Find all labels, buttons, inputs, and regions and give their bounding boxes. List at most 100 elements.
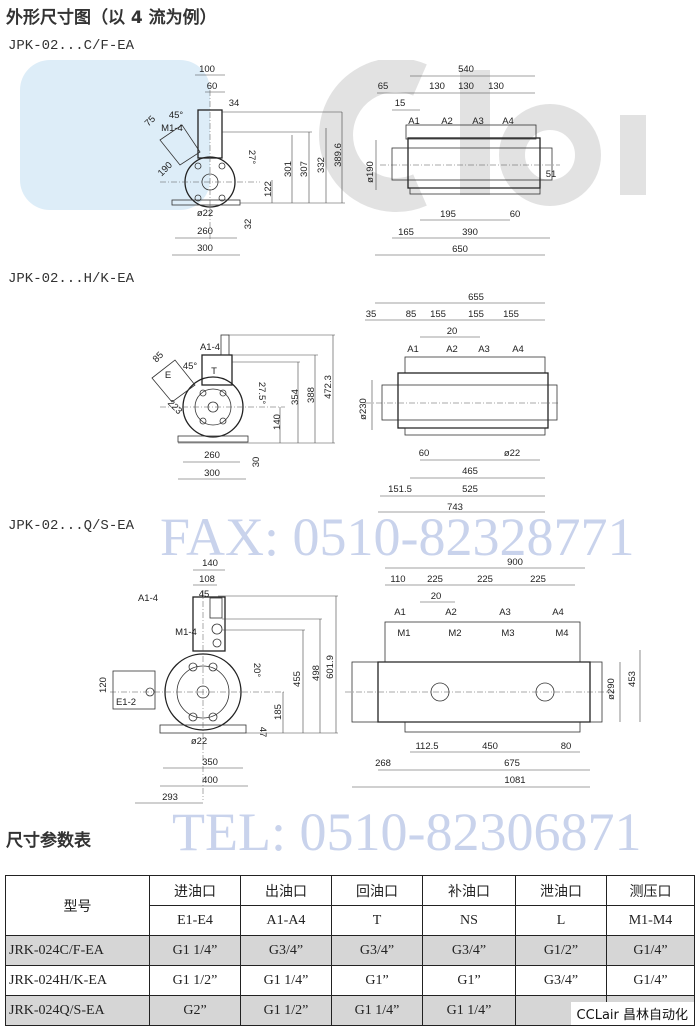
cf-dimension-label: 27°	[246, 150, 257, 165]
hk-dimension-label: 388	[306, 387, 317, 403]
cf-side-view	[159, 74, 345, 256]
hk-dimension-label: A2	[446, 344, 458, 355]
cf-dimension-label: 130	[488, 81, 504, 92]
watermark-fax: FAX: 0510-82328771	[160, 507, 635, 567]
hk-dimension-label: 155	[468, 309, 484, 320]
cell: G1”	[422, 965, 516, 996]
cf-dimension-label: 540	[458, 64, 474, 75]
cell: G2”	[149, 995, 241, 1026]
qs-dimension-label: A4	[552, 607, 564, 618]
hk-dimension-label: 35	[366, 309, 377, 320]
cf-dimension-label: A2	[441, 116, 453, 127]
page-title: 外形尺寸图（以 4 流为例）	[6, 8, 217, 28]
header-code: A1-A4	[240, 905, 332, 936]
qs-dimension-label: 45	[199, 589, 210, 600]
cell: G1/2”	[515, 935, 607, 966]
header-gauge: 测压口	[606, 875, 695, 906]
hk-dimension-label: 260	[204, 450, 220, 461]
qs-dimension-label: 350	[202, 757, 218, 768]
cf-dimension-label: 75	[143, 114, 158, 129]
qs-dimension-label: ø290	[606, 678, 617, 700]
hk-dimension-label: 155	[503, 309, 519, 320]
cell: G1 1/4”	[149, 935, 241, 966]
hk-dimension-label: 151.5	[388, 484, 412, 495]
qs-dimension-label: 453	[627, 671, 638, 687]
qs-dimension-label: M1	[397, 628, 410, 639]
hk-dimension-label: ø22	[504, 448, 520, 459]
watermark-logo	[20, 60, 646, 212]
hk-dimension-label: A1	[407, 344, 419, 355]
hk-dimension-label: A3	[478, 344, 490, 355]
cf-dimension-label: 51	[546, 169, 557, 180]
cell: G1 1/2”	[240, 995, 332, 1026]
cf-dimension-label: 650	[452, 244, 468, 255]
cf-dimension-label: ø190	[365, 161, 376, 183]
hk-dimension-label: 85	[151, 350, 166, 365]
qs-dimension-label: 601.9	[325, 655, 336, 679]
hk-dimension-label: 20	[447, 326, 458, 337]
hk-dimension-label: 472.3	[323, 375, 334, 399]
qs-dimension-label: 108	[199, 574, 215, 585]
hk-dimension-label: 27.5°	[256, 382, 267, 404]
qs-dimension-label: A1-4	[138, 593, 158, 604]
cf-dimension-label: 15	[395, 98, 406, 109]
qs-dimension-label: 110	[390, 574, 405, 585]
hk-dimension-label: 60	[419, 448, 430, 459]
qs-dimension-label: 112.5	[415, 741, 438, 752]
dimension-parameter-table: 型号 进油口 出油口 回油口 补油口 泄油口 测压口 E1-E4 A1-A4 T…	[5, 875, 695, 1026]
brand-badge: CCLair 昌林自动化	[570, 1002, 694, 1025]
cf-dimension-label: 65	[378, 81, 389, 92]
qs-dimension-label: M4	[555, 628, 568, 639]
hk-dimension-label: 655	[468, 292, 484, 303]
cell: G1 1/2”	[149, 965, 241, 996]
hk-dimension-label: T	[211, 366, 217, 377]
header-makeup: 补油口	[422, 875, 516, 906]
hk-dimension-label: 155	[430, 309, 446, 320]
table-row: JRK-024C/F-EA G1 1/4” G3/4” G3/4” G3/4” …	[5, 935, 695, 966]
cf-dimension-label: M1-4	[161, 123, 183, 134]
watermark-tel: TEL: 0510-82306871	[172, 802, 642, 862]
drawing-title-hk: JPK-02...H/K-EA	[8, 271, 135, 287]
cf-dimension-label: 34	[229, 98, 240, 109]
cf-dimension-label: A3	[472, 116, 484, 127]
qs-dimension-label: 120	[98, 677, 109, 693]
hk-dimension-label: 85	[406, 309, 417, 320]
cf-dimension-label: 122	[263, 181, 274, 197]
qs-dimension-label: 1081	[504, 775, 525, 786]
qs-dimension-label: 20	[431, 591, 442, 602]
cell: G1/4”	[606, 935, 695, 966]
cell: G3/4”	[240, 935, 332, 966]
header-drain: 泄油口	[515, 875, 607, 906]
cell: G1”	[331, 965, 423, 996]
header-return: 回油口	[331, 875, 423, 906]
qs-dimension-label: 455	[292, 671, 303, 687]
cf-front-view	[375, 75, 560, 256]
hk-dimension-label: 354	[290, 389, 301, 405]
table-title: 尺寸参数表	[6, 831, 91, 851]
hk-dimension-label: A1-4	[200, 342, 220, 353]
qs-dimension-label: 80	[561, 741, 572, 752]
qs-dimension-label: 185	[273, 704, 284, 720]
hk-front-view	[365, 302, 560, 513]
header-code: NS	[422, 905, 516, 936]
qs-dimension-label: 47	[257, 727, 268, 738]
hk-dimension-label: A4	[512, 344, 524, 355]
cf-dimension-label: 60	[510, 209, 521, 220]
cf-dimension-label: 60	[207, 81, 218, 92]
qs-dimension-label: A3	[499, 607, 511, 618]
hk-dimension-label: 525	[462, 484, 478, 495]
cf-dimension-label: 300	[197, 243, 213, 254]
header-code: T	[331, 905, 423, 936]
cell: G1 1/4”	[240, 965, 332, 996]
hk-side-view	[151, 334, 335, 480]
hk-dimension-label: 465	[462, 466, 478, 477]
cell-model: JRK-024H/K-EA	[5, 965, 150, 996]
cf-dimension-label: ø22	[197, 208, 213, 219]
cell: G3/4”	[515, 965, 607, 996]
qs-dimension-label: 400	[202, 775, 218, 786]
drawing-title-qs: JPK-02...Q/S-EA	[8, 518, 135, 534]
header-outlet: 出油口	[240, 875, 332, 906]
cell-model: JRK-024C/F-EA	[5, 935, 150, 966]
qs-dimension-label: 268	[375, 758, 391, 769]
